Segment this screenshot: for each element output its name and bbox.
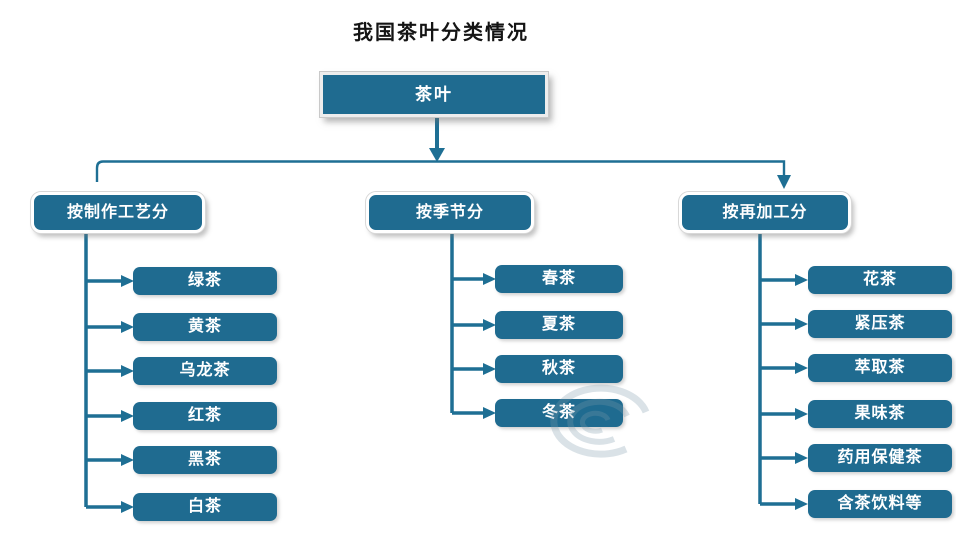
leaf-medicinal-health-tea: 药用保健茶 — [808, 444, 952, 472]
page-title: 我国茶叶分类情况 — [353, 22, 529, 44]
leaf-dark-tea: 黑茶 — [133, 446, 277, 474]
branch-header-by-season: 按季节分 — [366, 192, 534, 233]
bus-right-arrowhead-icon — [777, 175, 791, 189]
child-arrowhead-icon — [795, 318, 808, 330]
leaf-summer-tea: 夏茶 — [495, 311, 623, 339]
child-arrowhead-icon — [483, 407, 496, 419]
child-arrowhead-icon — [795, 498, 808, 510]
child-arrowhead-icon — [121, 501, 134, 513]
branch-bus-line — [95, 160, 786, 182]
child-arrowhead-icon — [121, 454, 134, 466]
leaf-green-tea: 绿茶 — [133, 267, 277, 295]
child-arrowhead-icon — [795, 408, 808, 420]
root-arrowhead-icon — [429, 148, 445, 162]
child-arrowhead-icon — [483, 273, 496, 285]
leaf-yellow-tea: 黄茶 — [133, 313, 277, 341]
child-arrowhead-icon — [795, 452, 808, 464]
leaf-red-tea: 红茶 — [133, 402, 277, 430]
child-arrowhead-icon — [121, 275, 134, 287]
child-arrowhead-icon — [121, 410, 134, 422]
child-arrowhead-icon — [795, 362, 808, 374]
child-arrowhead-icon — [483, 319, 496, 331]
leaf-white-tea: 白茶 — [133, 493, 277, 521]
child-arrowhead-icon — [121, 321, 134, 333]
child-arrowhead-icon — [795, 274, 808, 286]
branch-header-by-process: 按制作工艺分 — [31, 192, 205, 233]
branch-header-by-reprocessing: 按再加工分 — [679, 192, 851, 233]
leaf-fruit-flavor-tea: 果味茶 — [808, 400, 952, 428]
leaf-autumn-tea: 秋茶 — [495, 355, 623, 383]
root-node-tea: 茶叶 — [320, 72, 548, 117]
leaf-oolong-tea: 乌龙茶 — [133, 357, 277, 385]
leaf-tea-beverages: 含茶饮料等 — [808, 490, 952, 518]
leaf-spring-tea: 春茶 — [495, 265, 623, 293]
leaf-winter-tea: 冬茶 — [495, 399, 623, 427]
leaf-flower-tea: 花茶 — [808, 266, 952, 294]
child-arrowhead-icon — [121, 365, 134, 377]
leaf-extracted-tea: 萃取茶 — [808, 354, 952, 382]
leaf-compressed-tea: 紧压茶 — [808, 310, 952, 338]
child-arrowhead-icon — [483, 363, 496, 375]
